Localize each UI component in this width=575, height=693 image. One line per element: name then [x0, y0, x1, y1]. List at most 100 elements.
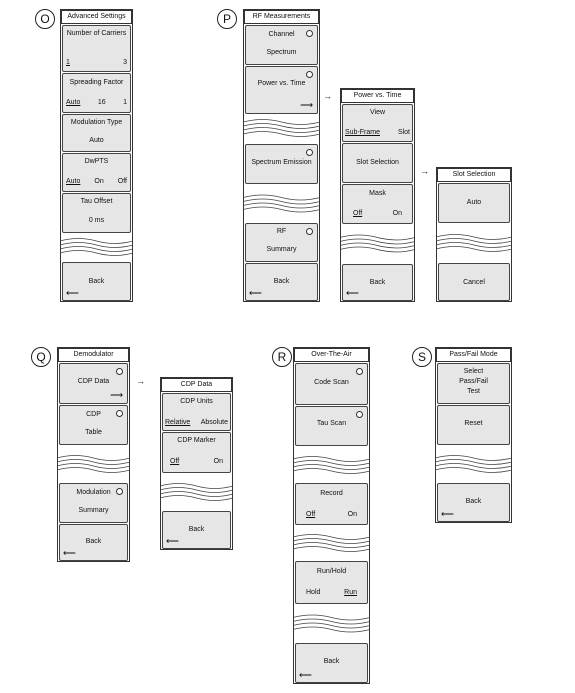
- key-label: Back: [465, 498, 482, 505]
- power-vs-time-key[interactable]: Power vs. Time ⟶: [245, 66, 318, 114]
- key-label: Number of Carriers: [66, 30, 127, 37]
- menu-title: RF Measurements: [244, 10, 319, 24]
- spectrum-emission-key[interactable]: Spectrum Emission: [245, 144, 318, 184]
- option-run: Run: [344, 589, 357, 596]
- over-the-air-menu: Over-The-Air Code Scan Tau Scan Record O…: [293, 347, 370, 684]
- key-label: CDP Units: [180, 398, 213, 405]
- back-key[interactable]: Back ⟵: [245, 263, 318, 301]
- cancel-key[interactable]: Cancel: [438, 263, 510, 301]
- menu-title: Pass/Fail Mode: [436, 348, 511, 362]
- panel-marker-r: R: [272, 347, 292, 367]
- key-label: Modulation Type: [70, 119, 123, 126]
- right-arrow-icon: ⟶: [110, 390, 123, 400]
- left-arrow-icon: ⟵: [166, 536, 179, 546]
- reset-key[interactable]: Reset: [437, 405, 510, 445]
- right-arrow-icon: →: [420, 166, 429, 176]
- key-label: Back: [369, 279, 386, 286]
- modulation-summary-key[interactable]: Modulation Summary: [59, 483, 128, 523]
- key-label: Back: [88, 278, 105, 285]
- key-label: Spectrum Emission: [251, 159, 312, 166]
- right-arrow-icon: ⟶: [300, 100, 313, 110]
- led-circle-icon: [116, 368, 123, 375]
- option-absolute: Absolute: [200, 419, 228, 426]
- option-auto: Auto: [66, 178, 81, 185]
- option-slot: Slot: [397, 129, 410, 136]
- option-hold: Hold: [306, 589, 321, 596]
- dwpts-key[interactable]: DwPTS Auto On Off: [62, 153, 131, 192]
- panel-marker-q: Q: [31, 347, 51, 367]
- key-label: CDP Data: [77, 378, 110, 385]
- cdp-data-key[interactable]: CDP Data ⟶: [59, 363, 128, 404]
- back-key[interactable]: Back ⟵: [162, 511, 231, 549]
- modulation-type-key[interactable]: Modulation Type Auto: [62, 114, 131, 152]
- panel-marker-s: S: [412, 347, 432, 367]
- left-arrow-icon: ⟵: [63, 548, 76, 558]
- menu-title: Over-The-Air: [294, 348, 369, 362]
- rf-measurements-menu: RF Measurements Channel Spectrum Power v…: [243, 9, 320, 302]
- channel-spectrum-key[interactable]: Channel Spectrum: [245, 25, 318, 65]
- key-label-line2: Summary: [78, 507, 109, 514]
- left-arrow-icon: ⟵: [346, 288, 359, 298]
- led-circle-icon: [116, 488, 123, 495]
- auto-key[interactable]: Auto: [438, 183, 510, 223]
- key-value: 0 ms: [88, 217, 105, 224]
- code-scan-key[interactable]: Code Scan: [295, 363, 368, 405]
- option-off: Off: [170, 458, 180, 465]
- back-key[interactable]: Back ⟵: [59, 524, 128, 561]
- led-circle-icon: [116, 410, 123, 417]
- key-label: Back: [273, 278, 290, 285]
- right-arrow-icon: →: [323, 91, 332, 101]
- key-label: View: [369, 109, 386, 116]
- option-off: Off: [117, 178, 127, 185]
- key-label-line1: CDP: [86, 411, 101, 418]
- panel-marker-o: O: [35, 9, 55, 29]
- option-3: 3: [123, 59, 127, 66]
- led-circle-icon: [306, 228, 313, 235]
- key-label: Tau Scan: [316, 420, 347, 427]
- key-label-line2: Pass/Fail: [459, 378, 488, 385]
- key-label-line1: Channel: [268, 31, 295, 38]
- key-label: Mask: [369, 190, 386, 197]
- key-label-line1: Select: [463, 368, 484, 375]
- key-label-line1: RF: [276, 228, 287, 235]
- option-on: On: [94, 178, 104, 185]
- led-circle-icon: [306, 30, 313, 37]
- cdp-table-key[interactable]: CDP Table: [59, 405, 128, 445]
- key-value: Auto: [89, 137, 104, 144]
- menu-title: Advanced Settings: [61, 10, 132, 24]
- pass-fail-mode-menu: Pass/Fail Mode Select Pass/Fail Test Res…: [435, 347, 512, 523]
- cdp-units-key[interactable]: CDP Units Relative Absolute: [162, 393, 231, 431]
- menu-title: CDP Data: [161, 378, 232, 392]
- key-label-line1: Modulation: [76, 489, 111, 496]
- option-on: On: [347, 511, 357, 518]
- tau-scan-key[interactable]: Tau Scan: [295, 406, 368, 446]
- menu-title: Demodulator: [58, 348, 129, 362]
- slot-selection-key[interactable]: Slot Selection: [342, 143, 413, 183]
- key-label: Back: [323, 658, 340, 665]
- back-key[interactable]: Back ⟵: [295, 643, 368, 683]
- select-pass-fail-test-key[interactable]: Select Pass/Fail Test: [437, 363, 510, 404]
- option-16: 16: [97, 99, 106, 106]
- option-relative: Relative: [165, 419, 191, 426]
- option-on: On: [213, 458, 223, 465]
- rf-summary-key[interactable]: RF Summary: [245, 223, 318, 262]
- tau-offset-key[interactable]: Tau Offset 0 ms: [62, 193, 131, 233]
- key-label-line2: Table: [85, 429, 102, 436]
- back-key[interactable]: Back ⟵: [342, 264, 413, 301]
- option-off: Off: [306, 511, 316, 518]
- key-label: DwPTS: [84, 158, 109, 165]
- slot-selection-menu: Slot Selection Auto Cancel: [436, 167, 512, 302]
- back-key[interactable]: Back ⟵: [62, 262, 131, 301]
- back-key[interactable]: Back ⟵: [437, 483, 510, 522]
- menu-title: Power vs. Time: [341, 89, 414, 103]
- key-label: Reset: [464, 420, 483, 427]
- option-off: Off: [353, 210, 363, 217]
- key-label: Slot Selection: [356, 159, 399, 166]
